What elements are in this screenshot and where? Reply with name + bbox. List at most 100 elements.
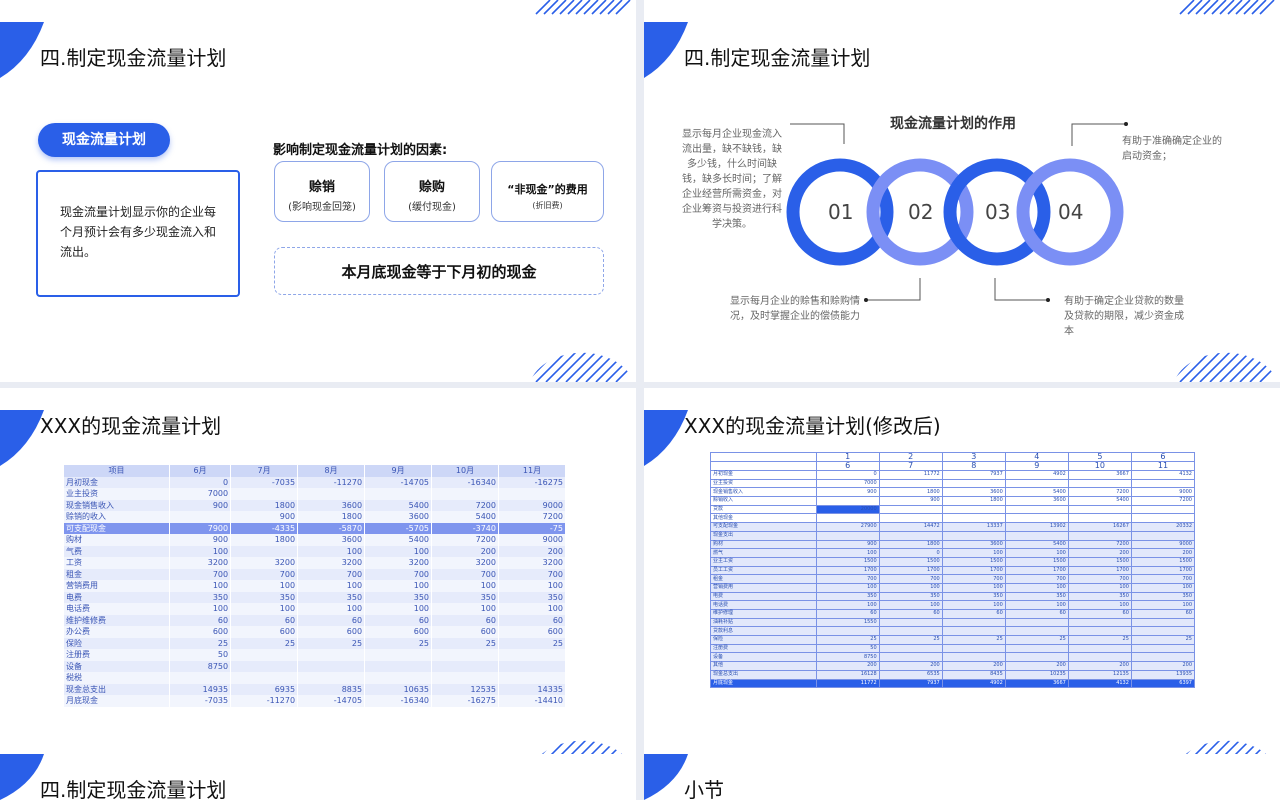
table-cell: 1700 bbox=[941, 565, 1006, 576]
table-cell: 60 bbox=[297, 614, 366, 626]
table-cell: 8435 bbox=[941, 669, 1006, 680]
slide-5[interactable]: 四.制定现金流量计划 bbox=[0, 754, 636, 800]
table-cell: 100 bbox=[1067, 582, 1132, 593]
table-cell: 1800 bbox=[878, 539, 943, 550]
table-cell: 200 bbox=[1130, 661, 1196, 671]
table-header-cell: 6 bbox=[815, 461, 880, 471]
row-label: 月底现金 bbox=[710, 678, 817, 689]
table-header-cell: 10月 bbox=[431, 465, 499, 477]
table-cell: 600 bbox=[431, 626, 499, 638]
table-row: 现金支出 bbox=[710, 530, 1196, 541]
table-cell bbox=[815, 530, 880, 541]
table-cell bbox=[297, 660, 366, 672]
description-box: 现金流量计划显示你的企业每个月预计会有多少现金流入和流出。 bbox=[36, 170, 240, 297]
table-cell: 700 bbox=[1067, 574, 1132, 584]
table-cell: 4132 bbox=[1130, 470, 1196, 480]
table-cell: 700 bbox=[878, 574, 943, 584]
table-cell bbox=[878, 478, 943, 489]
factors-title: 影响制定现金流量计划的因素: bbox=[273, 143, 448, 158]
table-cell bbox=[1004, 626, 1069, 637]
table-cell: 60 bbox=[878, 609, 943, 619]
table-cell: 200 bbox=[1004, 661, 1069, 671]
table-cell: 7000 bbox=[815, 478, 880, 489]
table-cell bbox=[230, 649, 299, 661]
table-cell: 60 bbox=[230, 614, 299, 626]
table-cell bbox=[297, 649, 366, 661]
table-cell: 50 bbox=[169, 649, 232, 661]
table-cell: 4902 bbox=[1004, 470, 1069, 480]
table-cell: 100 bbox=[941, 600, 1006, 610]
table-cell bbox=[431, 660, 499, 672]
row-label: 维护维修费 bbox=[64, 614, 170, 626]
row-label: 保险 bbox=[710, 635, 817, 645]
table-cell: 25 bbox=[1130, 635, 1196, 645]
table-cell: 700 bbox=[1130, 574, 1196, 584]
table-cell bbox=[1130, 504, 1196, 515]
row-label: 其他 bbox=[710, 661, 817, 671]
table-cell: -14705 bbox=[297, 695, 366, 707]
slide-title: 四.制定现金流量计划 bbox=[684, 46, 871, 70]
slide-6[interactable]: 小节 bbox=[644, 754, 1280, 800]
rings-diagram bbox=[786, 122, 1128, 302]
table-cell: 4902 bbox=[941, 678, 1006, 689]
table-cell: -4335 bbox=[230, 522, 299, 534]
table-cell: 100 bbox=[169, 580, 232, 592]
table-cell bbox=[1004, 530, 1069, 541]
row-label: 营销费用 bbox=[64, 580, 170, 592]
table-header-cell: 11 bbox=[1130, 461, 1196, 471]
table-cell bbox=[878, 513, 943, 524]
table-cell: 100 bbox=[169, 545, 232, 557]
table-cell: -11270 bbox=[297, 476, 366, 488]
table-cell: 25 bbox=[431, 637, 499, 649]
table-cell: 350 bbox=[364, 591, 433, 603]
table-cell: 350 bbox=[815, 591, 880, 602]
factor-title: “非现金”的费用 bbox=[507, 183, 588, 196]
table-cell bbox=[169, 511, 232, 523]
table-cell bbox=[364, 660, 433, 672]
table-cell bbox=[941, 504, 1006, 515]
table-cell: 100 bbox=[230, 580, 299, 592]
table-header-cell: 9 bbox=[1004, 461, 1069, 471]
table-cell: 13902 bbox=[1004, 522, 1069, 532]
table-cell: 900 bbox=[169, 499, 232, 511]
table-cell bbox=[1130, 478, 1196, 489]
table-cell: 11772 bbox=[815, 678, 880, 689]
slide-title: XXX的现金流量计划(修改后) bbox=[684, 414, 941, 438]
table-cell: 350 bbox=[297, 591, 366, 603]
table-cell bbox=[230, 488, 299, 500]
slide-2[interactable]: 四.制定现金流量计划 现金流量计划的作用 01 02 03 04 显示每月企业现… bbox=[644, 0, 1280, 382]
corner-shape-decoration bbox=[644, 410, 688, 466]
row-label: 购材 bbox=[64, 534, 170, 546]
row-label: 燃气 bbox=[710, 548, 817, 558]
table-cell: 60 bbox=[169, 614, 232, 626]
row-label: 现金总支出 bbox=[64, 683, 170, 695]
table-cell: 3200 bbox=[297, 557, 366, 569]
table-cell: 100 bbox=[431, 580, 499, 592]
row-label: 电费 bbox=[64, 591, 170, 603]
table-cell: 50 bbox=[815, 643, 880, 654]
table-cell: 3600 bbox=[297, 534, 366, 546]
row-label: 电费 bbox=[710, 591, 817, 602]
table-cell: 1500 bbox=[941, 556, 1006, 567]
table-cell: 25 bbox=[1004, 635, 1069, 645]
table-cell: 700 bbox=[297, 568, 366, 580]
table-header-cell: 7月 bbox=[230, 465, 299, 477]
table-cell bbox=[498, 488, 567, 500]
slide-1[interactable]: 四.制定现金流量计划 现金流量计划 现金流量计划显示你的企业每个月预计会有多少现… bbox=[0, 0, 636, 382]
slide-title: 四.制定现金流量计划 bbox=[40, 46, 227, 70]
